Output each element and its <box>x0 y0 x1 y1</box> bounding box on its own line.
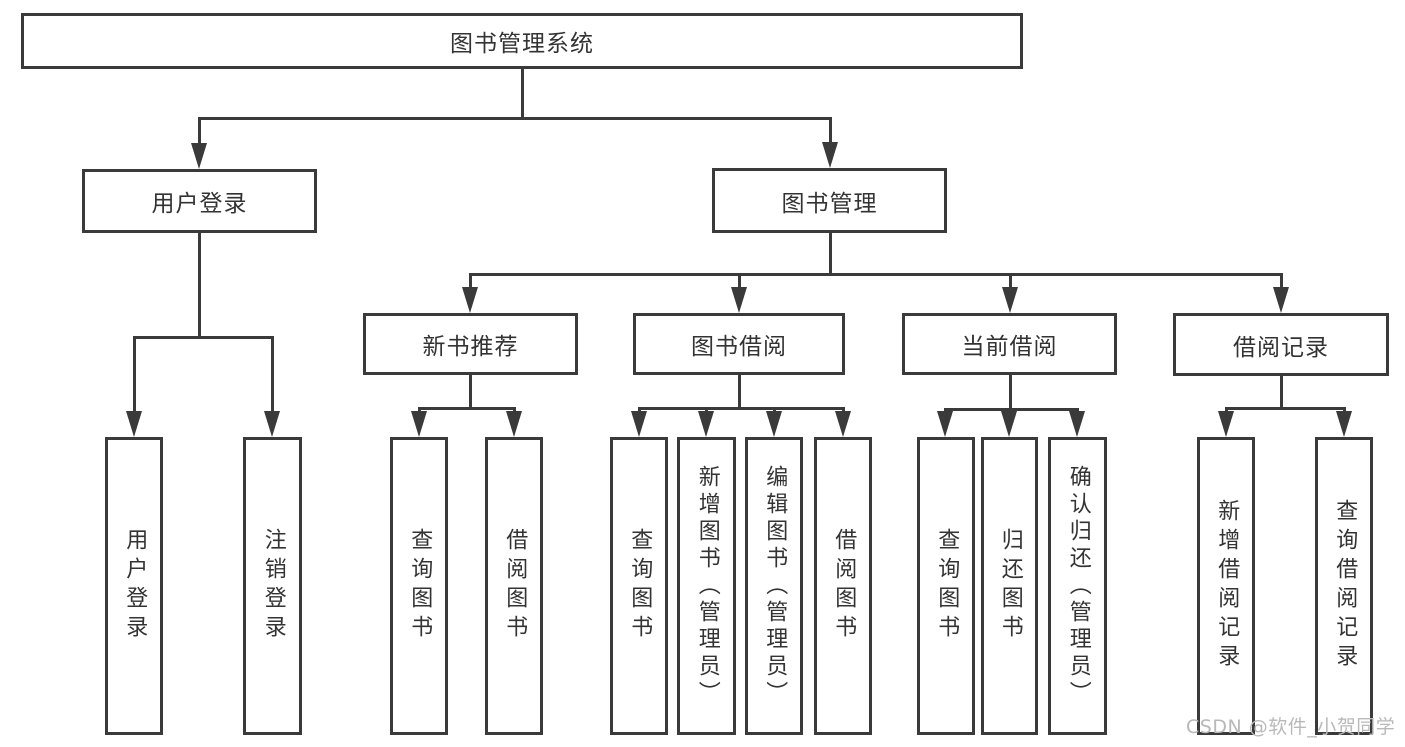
leaf-cb-return-books: 归还图书 <box>981 437 1038 735</box>
node-user-login: 用户登录 <box>82 169 317 233</box>
connector-line <box>944 408 1079 411</box>
leaf-cb-query-books-label: 查询图书 <box>934 528 960 644</box>
arrow-down-icon <box>937 411 953 437</box>
arrow-down-icon <box>1069 411 1085 437</box>
leaf-br-add-record-label: 新增借阅记录 <box>1214 499 1240 673</box>
leaf-logout: 注销登录 <box>243 437 302 735</box>
leaf-nbr-query-books-label: 查询图书 <box>407 528 433 644</box>
leaf-bb-add-books-admin: 新增图书（管理员） <box>677 437 736 735</box>
node-current-borrow-label: 当前借阅 <box>961 334 1058 360</box>
connector-line <box>469 273 472 289</box>
leaf-cb-query-books: 查询图书 <box>917 437 975 735</box>
node-borrow-records-label: 借阅记录 <box>1233 334 1329 361</box>
arrow-down-icon <box>698 411 714 437</box>
arrow-down-icon <box>1002 287 1018 313</box>
leaf-user-login-label: 用户登录 <box>122 528 148 644</box>
connector-line <box>198 233 201 339</box>
node-root-label: 图书管理系统 <box>450 31 594 57</box>
leaf-bb-borrow-books-label: 借阅图书 <box>831 528 857 644</box>
leaf-bb-query-books-label: 查询图书 <box>627 528 653 644</box>
leaf-br-query-record-label: 查询借阅记录 <box>1332 499 1358 673</box>
csdn-watermark: CSDN @软件_小贺同学 <box>1186 716 1396 738</box>
arrow-down-icon <box>264 411 280 437</box>
arrow-down-icon <box>822 142 838 168</box>
connector-line <box>1009 375 1012 411</box>
arrow-down-icon <box>191 143 207 169</box>
connector-line <box>469 375 472 410</box>
arrow-down-icon <box>835 411 851 437</box>
node-root: 图书管理系统 <box>21 13 1023 69</box>
node-book-borrow: 图书借阅 <box>633 313 845 375</box>
leaf-bb-query-books: 查询图书 <box>610 437 668 735</box>
arrow-down-icon <box>731 287 747 313</box>
leaf-logout-label: 注销登录 <box>260 528 286 644</box>
arrow-down-icon <box>631 411 647 437</box>
leaf-br-add-record: 新增借阅记录 <box>1197 437 1255 735</box>
node-user-login-label: 用户登录 <box>151 191 248 217</box>
connector-line <box>738 273 741 289</box>
connector-line <box>271 336 274 413</box>
arrow-down-icon <box>411 411 427 437</box>
node-new-book-recommend: 新书推荐 <box>363 313 578 375</box>
leaf-cb-confirm-return-admin: 确认归还（管理员） <box>1048 437 1107 735</box>
connector-line <box>418 407 516 410</box>
node-book-management: 图书管理 <box>712 168 947 233</box>
connector-line <box>638 407 845 410</box>
arrow-down-icon <box>1001 411 1017 437</box>
leaf-bb-add-books-admin-label: 新增图书（管理员） <box>694 464 720 708</box>
arrow-down-icon <box>1218 411 1234 437</box>
arrow-down-icon <box>506 411 522 437</box>
leaf-bb-borrow-books: 借阅图书 <box>814 437 872 735</box>
connector-line <box>1009 273 1012 289</box>
leaf-cb-confirm-return-admin-label: 确认归还（管理员） <box>1065 464 1091 708</box>
connector-line <box>1225 407 1346 410</box>
connector-line <box>829 117 832 143</box>
node-new-book-recommend-label: 新书推荐 <box>422 334 519 360</box>
connector-line <box>198 117 832 120</box>
node-current-borrow: 当前借阅 <box>902 313 1117 375</box>
node-borrow-records: 借阅记录 <box>1173 313 1389 376</box>
arrow-down-icon <box>766 411 782 437</box>
leaf-nbr-borrow-books: 借阅图书 <box>485 437 543 735</box>
leaf-bb-edit-books-admin: 编辑图书（管理员） <box>745 437 803 735</box>
leaf-bb-edit-books-admin-label: 编辑图书（管理员） <box>762 464 788 708</box>
connector-line <box>198 117 201 144</box>
connector-line <box>1280 273 1283 289</box>
arrow-down-icon <box>1273 287 1289 313</box>
arrow-down-icon <box>126 411 142 437</box>
arrow-down-icon <box>462 287 478 313</box>
leaf-cb-return-books-label: 归还图书 <box>997 528 1023 644</box>
connector-line <box>133 336 274 339</box>
node-book-management-label: 图书管理 <box>781 190 878 217</box>
connector-line <box>1280 376 1283 410</box>
connector-line <box>829 233 832 276</box>
leaf-nbr-borrow-books-label: 借阅图书 <box>502 528 528 644</box>
arrow-down-icon <box>1336 411 1352 437</box>
node-book-borrow-label: 图书借阅 <box>691 334 787 360</box>
leaf-br-query-record: 查询借阅记录 <box>1315 437 1373 735</box>
leaf-nbr-query-books: 查询图书 <box>390 437 448 735</box>
leaf-user-login: 用户登录 <box>105 437 163 735</box>
connector-line <box>469 273 1282 276</box>
connector-line <box>738 375 741 410</box>
connector-line <box>521 69 524 118</box>
connector-line <box>133 336 136 413</box>
